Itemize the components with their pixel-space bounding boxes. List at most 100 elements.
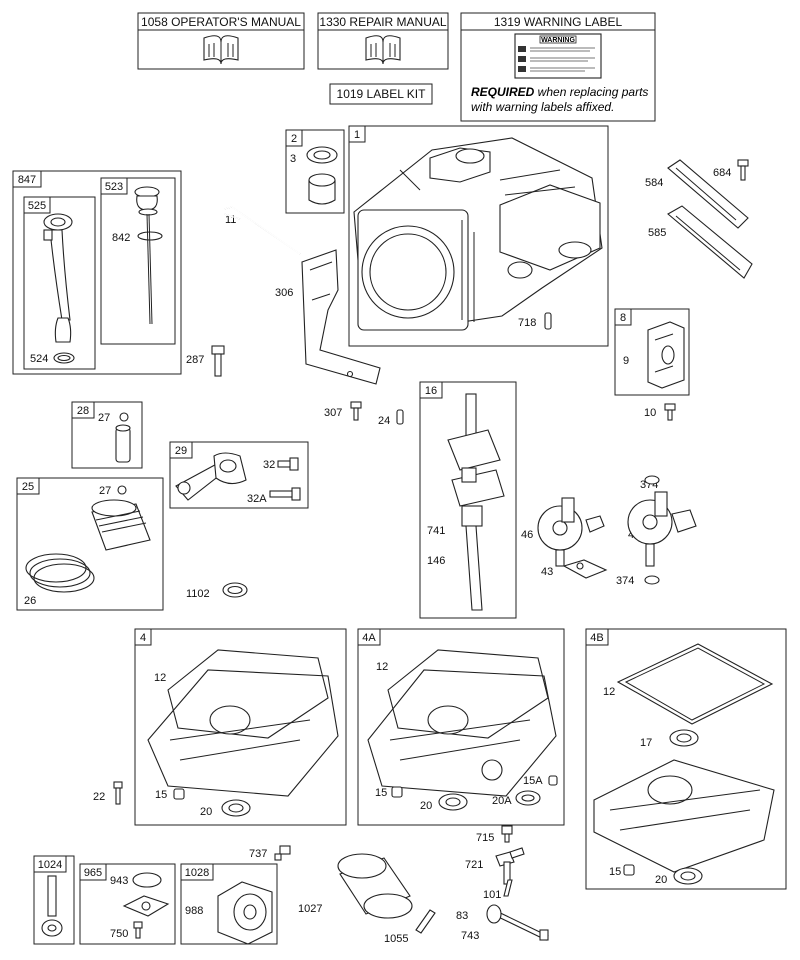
box-label: 4B (590, 632, 603, 644)
box-1028: 1028 988 (180, 863, 278, 945)
part-number-label: 15 (375, 787, 387, 799)
part-number-label: 743 (461, 930, 479, 942)
screw (737, 159, 749, 181)
air-deflector (301, 249, 381, 385)
governor-shaft (41, 875, 63, 937)
box-1: 1 718 (348, 125, 609, 347)
box-1024: 1024 (33, 855, 75, 945)
part-number-label: 524 (30, 353, 48, 365)
crankcase-cover (367, 649, 557, 797)
open-book-icon (365, 35, 401, 65)
part-number-label: 374 (616, 575, 634, 587)
part-number-label: 287 (186, 354, 204, 366)
box-label: 965 (84, 867, 102, 879)
box-4A: 4A 12 15 20 20A 15A (357, 628, 565, 826)
spacer-gasket (667, 205, 753, 279)
piston (91, 499, 151, 551)
piston-pin (115, 424, 131, 463)
part-number-label: 22 (93, 791, 105, 803)
box-8: 8 9 (614, 308, 690, 396)
box-label: 25 (22, 481, 34, 493)
part-number-label: 17 (640, 737, 652, 749)
connecting-rod (175, 452, 247, 501)
part-number-label: 27 (98, 412, 110, 424)
drain-plug (391, 786, 403, 798)
oil-seal (515, 790, 541, 806)
part-number-label: 307 (324, 407, 342, 419)
part-number-label: 26 (24, 595, 36, 607)
bolt (211, 345, 225, 377)
cylinder-block (353, 137, 603, 331)
part-number-label: 741 (427, 525, 445, 537)
drain-tube (415, 909, 436, 934)
part-number-label: 737 (249, 848, 267, 860)
part-number-label: 988 (185, 905, 203, 917)
pin (503, 879, 513, 897)
intake-gasket (667, 159, 749, 229)
part-number-label: 12 (603, 686, 615, 698)
part-number-label: 718 (518, 317, 536, 329)
crankshaft (447, 393, 505, 611)
box-16: 16 741 146 (419, 381, 517, 619)
washer (644, 575, 660, 585)
box-label: 4A (362, 632, 376, 644)
breather-tube (223, 206, 301, 255)
part-number-label: 12 (154, 672, 166, 684)
seal-ring (222, 582, 248, 598)
part-number-label: 943 (110, 875, 128, 887)
box-label: 1024 (38, 859, 62, 871)
warning-label-box: 1319 WARNING LABEL WARNING REQUIRED when… (460, 12, 656, 122)
part-number-label: 43 (541, 566, 553, 578)
part-number-label: 11 (225, 214, 236, 226)
part-number-label: 1102 (186, 588, 210, 600)
part-number-label: 750 (110, 928, 128, 940)
governor-lever (495, 847, 525, 885)
warning-label-title: 1319 WARNING LABEL (494, 15, 623, 29)
breather-assembly (647, 321, 685, 389)
screw (664, 403, 676, 421)
box-label: 1028 (185, 867, 209, 879)
part-number-label: 1027 (298, 903, 322, 915)
oil-filter (337, 853, 413, 919)
camshaft (537, 497, 605, 567)
open-book-icon (203, 35, 239, 65)
tappets (562, 559, 608, 579)
part-number-label: 715 (476, 832, 494, 844)
oil-seal (669, 729, 699, 747)
washer (644, 475, 660, 485)
part-number-label: 24 (378, 415, 390, 427)
part-number-label: 1055 (384, 933, 408, 945)
part-number-label: 15 (155, 789, 167, 801)
box-4: 4 12 15 20 (134, 628, 347, 826)
box-4B: 4B 12 17 15 20 (585, 628, 787, 890)
part-number-label: 20 (655, 874, 667, 886)
screw (133, 921, 143, 939)
box-label: 8 (620, 312, 626, 324)
drain-plug (548, 775, 558, 786)
drain-plug (173, 788, 185, 800)
part-number-label: 83 (456, 910, 468, 922)
oil-seal (221, 799, 251, 817)
box-label: 523 (105, 181, 123, 193)
crankcase-cover (593, 759, 775, 873)
warning-word: WARNING (541, 37, 575, 44)
box-29: 29 32 32A (169, 441, 309, 509)
part-number-label: 721 (465, 859, 483, 871)
box-28: 28 27 (71, 401, 143, 469)
o-ring (132, 872, 162, 888)
box-847: 847 525 523 524 842 (12, 170, 182, 375)
box-label: 525 (28, 200, 46, 212)
part-number-label: 3 (290, 153, 296, 165)
box-label: 1 (354, 129, 360, 141)
required-bold: REQUIRED (471, 85, 535, 99)
oil-filter-adapter (217, 881, 273, 945)
camshaft-compression-release (627, 491, 697, 567)
box-label: 4 (140, 632, 146, 644)
dowel-pin (396, 409, 404, 425)
part-number-label: 585 (648, 227, 666, 239)
required-line1: when replacing parts (534, 85, 648, 99)
svg-text:REQUIRED when replacing parts: REQUIRED when replacing parts (471, 85, 648, 99)
bushing (308, 173, 336, 205)
operators-manual-box: 1058 OPERATOR'S MANUAL (137, 12, 305, 70)
box-label: 2 (291, 133, 297, 145)
